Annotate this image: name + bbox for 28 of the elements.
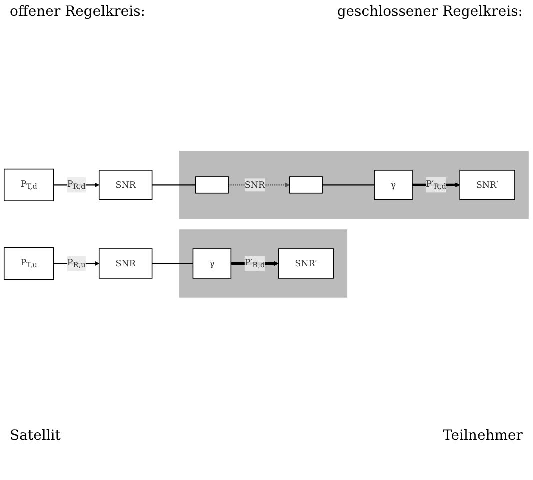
node-box bbox=[195, 176, 229, 194]
section-label: Teilnehmer bbox=[442, 428, 523, 444]
edge-label: P$_{R,u}$ bbox=[67, 256, 86, 270]
node-box: SNR′ bbox=[460, 170, 516, 200]
node-box: γ bbox=[374, 170, 413, 200]
arrow bbox=[231, 260, 279, 266]
connector bbox=[322, 184, 375, 186]
node-box: SNR′ bbox=[278, 248, 334, 278]
section-label: offener Regelkreis: bbox=[10, 4, 146, 20]
cluster bbox=[179, 229, 348, 298]
edge-label: P′$_{R,d}$ bbox=[244, 256, 266, 270]
arrow bbox=[412, 182, 460, 188]
cluster bbox=[179, 150, 529, 219]
node-box: SNR bbox=[98, 170, 153, 200]
section-label: geschlossener Regelkreis: bbox=[337, 4, 523, 20]
node-box: SNR bbox=[98, 248, 153, 278]
node-box: γ bbox=[192, 248, 232, 278]
node-box: P$_{T,d}$ bbox=[4, 168, 54, 201]
edge-label: P′$_{R,d}$ bbox=[426, 178, 446, 191]
section-label: Satellit bbox=[10, 428, 61, 444]
edge-label: P$_{R,d}$ bbox=[67, 178, 86, 191]
connector bbox=[152, 262, 194, 264]
connector bbox=[152, 184, 196, 186]
arrow bbox=[54, 182, 100, 188]
node-box bbox=[289, 176, 323, 194]
node-box: P$_{T,u}$ bbox=[4, 247, 54, 280]
arrow bbox=[54, 260, 100, 266]
edge-label: SNR bbox=[244, 179, 266, 190]
